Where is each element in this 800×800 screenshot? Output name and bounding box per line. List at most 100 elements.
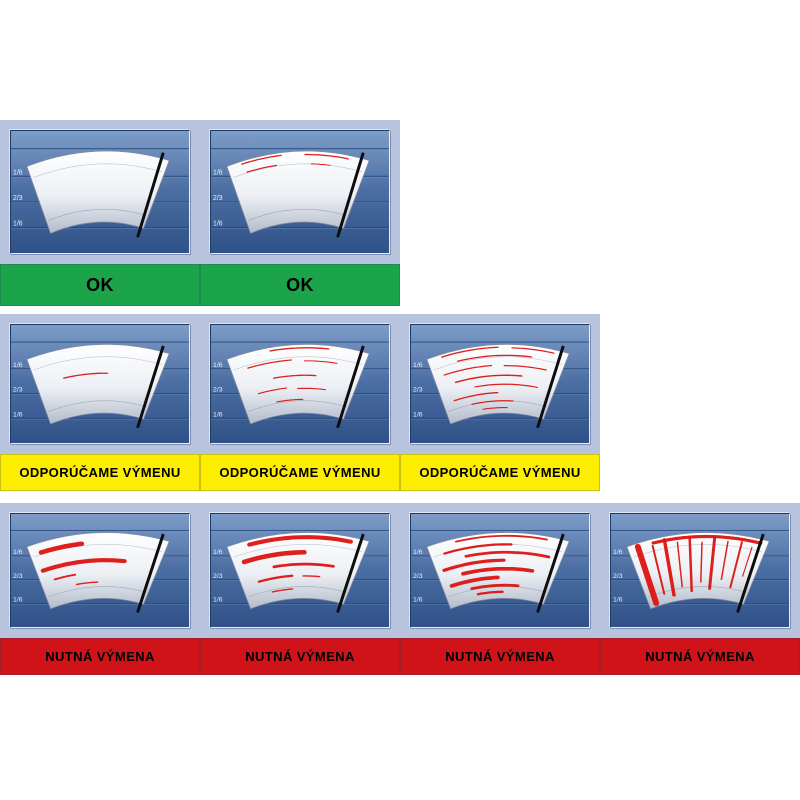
panel-frame: 1/6 2/3 1/6 [0,120,200,264]
zone-boundary-upper [233,163,362,178]
zone-boundary-upper [233,544,362,558]
status-label-recommend: ODPORÚČAME VÝMENU [400,454,600,491]
zone-boundary-lower [48,208,147,221]
zone-fraction-label: 2/3 [213,387,223,394]
test-screen: 1/6 2/3 1/6 [610,513,790,628]
zone-fraction-label: 1/6 [13,169,23,176]
zone-fraction-label: 1/6 [213,220,223,227]
status-label-replace: NUTNÁ VÝMENA [400,638,600,675]
zone-fraction-label: 1/6 [13,220,23,227]
test-screen: 1/6 2/3 1/6 [210,130,390,254]
wiped-area [26,532,170,610]
zone-fraction-label: 1/6 [13,549,23,556]
zone-boundary-lower [248,586,347,598]
zone-boundary-lower [248,400,347,412]
zone-fraction-label: 1/6 [213,597,223,604]
zone-fraction-label: 1/6 [413,549,423,556]
test-screen: 1/6 2/3 1/6 [410,513,590,628]
wipe-pattern-graphic: 1/62/31/6 [11,514,189,627]
test-screen: 1/6 2/3 1/6 [10,130,190,254]
panel-frame: 1/6 2/3 1/6 [200,503,400,638]
wiper-blade-line [136,345,165,429]
wipe-pattern-graphic: 1/6 2/3 1/6 [211,514,389,627]
zone-boundary-lower [648,586,747,598]
wipe-pattern-graphic: 1/6 2/3 1/6 [411,325,589,443]
zone-boundary-upper [33,163,162,178]
panel-frame: 1/6 2/3 1/6 [600,503,800,638]
wiper-blade-line [536,533,565,613]
test-screen: 1/6 2/3 1/6 [410,324,590,444]
smear-streaks [634,534,763,606]
smear-streaks [247,347,338,403]
smear-streaks [38,541,127,586]
status-label-recommend: ODPORÚČAME VÝMENU [200,454,400,491]
zone-boundary-lower [248,208,347,221]
zone-fraction-label: 2/3 [13,573,23,580]
zone-boundary-upper [233,356,362,371]
status-label-recommend: ODPORÚČAME VÝMENU [0,454,200,491]
wiper-blade-line [136,533,165,613]
panel-frame: 1/6 2/3 1/6 [400,314,600,454]
zone-fraction-label: 2/3 [413,573,423,580]
zone-fraction-label: 2/3 [413,387,423,394]
status-label-replace: NUTNÁ VÝMENA [600,638,800,675]
zone-fraction-label: 1/6 [213,549,223,556]
zone-fraction-label: 2/3 [13,387,23,394]
zone-boundary-lower [48,400,147,412]
zone-fraction-label: 2/3 [13,195,23,202]
wiper-blade-line [336,152,365,238]
zone-boundary-upper [33,356,162,371]
wiped-area [226,532,370,610]
zone-fraction-label: 1/6 [413,362,423,369]
zone-fraction-label: 2/3 [613,573,623,580]
smear-streaks [441,346,555,410]
zone-fraction-label: 2/3 [213,573,223,580]
status-label-ok: OK [0,264,200,306]
zone-boundary-upper [433,356,562,371]
wipe-pattern-graphic: 1/62/31/6 [11,325,189,443]
wipe-pattern-graphic: 1/6 2/3 1/6 [211,131,389,253]
wiper-blade-line [336,345,365,429]
wipe-pattern-graphic: 1/62/31/6 [211,325,389,443]
wiper-blade-line [136,152,165,238]
zone-fraction-label: 1/6 [13,362,23,369]
wiper-blade-line [536,345,565,429]
status-label-ok: OK [200,264,400,306]
zone-fraction-label: 1/6 [613,597,623,604]
wipe-pattern-graphic: 1/6 2/3 1/6 [411,514,589,627]
wiped-area [226,150,370,234]
zone-fraction-label: 2/3 [213,195,223,202]
zone-fraction-label: 1/6 [213,362,223,369]
zone-fraction-label: 1/6 [613,549,623,556]
zone-boundary-lower [48,586,147,598]
zone-fraction-label: 1/6 [413,411,423,418]
wiper-blade-line [736,533,765,613]
panel-frame: 1/6 2/3 1/6 [200,120,400,264]
zone-fraction-label: 1/6 [213,169,223,176]
test-screen: 1/6 2/3 1/6 [210,513,390,628]
smear-streaks [241,535,353,593]
panel-frame: 1/6 2/3 1/6 [400,503,600,638]
wipe-pattern-graphic: 1/6 2/3 1/6 [11,131,189,253]
smear-streaks [63,372,109,379]
wiped-area [26,150,170,234]
smear-streaks [442,534,551,596]
zone-fraction-label: 1/6 [413,597,423,604]
